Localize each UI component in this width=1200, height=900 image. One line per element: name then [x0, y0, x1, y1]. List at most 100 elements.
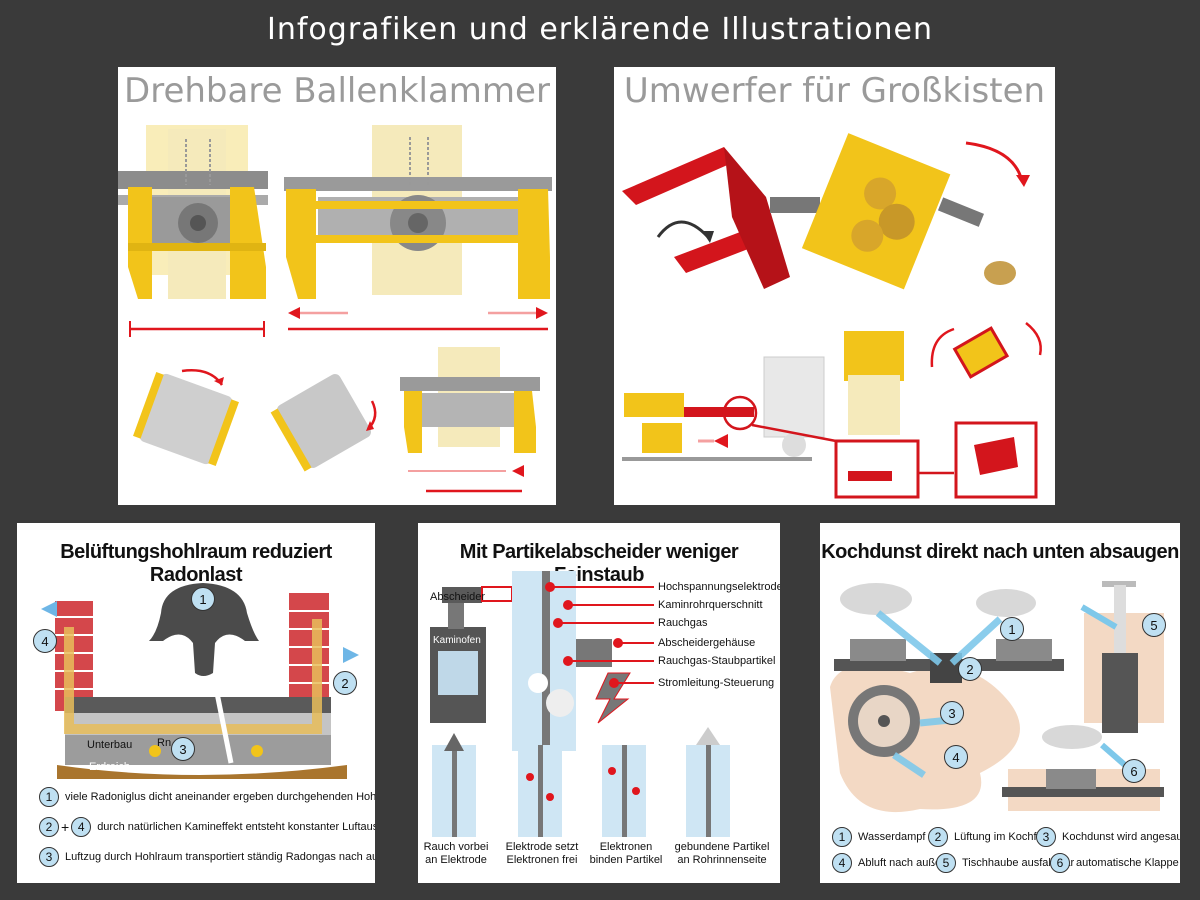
umwerfer-illustration — [622, 133, 1042, 499]
legend-num-3: 3 — [39, 847, 59, 867]
clamp-right-drawing — [284, 125, 552, 299]
callout-2: Rauchgas — [658, 617, 708, 629]
mini-tipping-box — [952, 326, 1010, 379]
label-bodenaufbau: Bodenaufbau — [135, 681, 201, 693]
steam-clouds — [840, 583, 1036, 617]
kochdunst-legend-5: 5 Tischhaube ausfahrbar — [936, 853, 1074, 873]
panel-title-umwerfer: Umwerfer für Großkisten — [623, 71, 1046, 111]
label-erdreich: Erdreich — [89, 761, 130, 773]
step-caption-2: Elektrode setzt Elektronen frei — [502, 841, 582, 866]
step-1-line1: Rauch vorbei — [423, 841, 489, 853]
marker-2: 2 — [958, 657, 982, 681]
legend-row-3: 3 Luftzug durch Hohlraum transportiert s… — [39, 847, 375, 867]
marker-4: 4 — [33, 629, 57, 653]
marker-3: 3 — [171, 737, 195, 761]
marker-5: 5 — [1142, 613, 1166, 637]
panel-title-radon: Belüftungshohlraum reduziert Radonlast — [60, 541, 332, 586]
ballenklammer-illustration — [118, 125, 552, 493]
panel-title-kochdunst: Kochdunst direkt nach unten absaugen — [821, 541, 1179, 563]
legend-num-4: 4 — [71, 817, 92, 837]
step-caption-3: Elektronen binden Partikel — [588, 841, 664, 866]
kochdunst-legend-4: 4 Abluft nach außen — [832, 853, 947, 873]
kochdunst-legend-3: 3 Kochdunst wird angesaugt — [1036, 827, 1180, 847]
clamp-small-drawing — [400, 347, 540, 453]
step-4-line2: an Rohrinnenseite — [677, 853, 767, 866]
detail-inset-1 — [834, 439, 920, 499]
step-pipe-1 — [432, 733, 476, 837]
legend-joiner: + — [61, 819, 70, 835]
step-3-line2: binden Partikel — [589, 853, 663, 866]
brick-wall-right — [289, 593, 329, 713]
panel-radon: Belüftungshohlraum reduziert Radonlast — [17, 523, 375, 883]
kaminofen-drawing — [430, 587, 486, 723]
main-title: Infografiken und erklärende Illustration… — [267, 12, 933, 47]
forklift-drawing — [622, 356, 837, 461]
panel-title-feinstaub: Mit Partikelabscheider weniger Feinstaub — [459, 541, 739, 586]
callout-5: Stromleitung-Steuerung — [658, 677, 775, 689]
step-3-line1: Elektronen — [599, 841, 653, 853]
mini-box-drawing — [844, 331, 904, 435]
legend-text-2: durch natürlichen Kamineffekt entsteht k… — [97, 821, 375, 833]
label-rn: Rn — [157, 737, 172, 749]
legend-num-1: 1 — [39, 787, 59, 807]
callout-lines — [545, 582, 654, 688]
legend-row-2: 2 + 4 durch natürlichen Kamineffekt ents… — [39, 817, 375, 837]
kochdunst-legend-1: 1 Wasserdampf — [832, 827, 925, 847]
kochdunst-legend-2: 2 Lüftung im Kochfeld — [928, 827, 1051, 847]
marker-1: 1 — [1000, 617, 1024, 641]
kochdunst-illustration — [830, 581, 1164, 813]
feinstaub-illustration — [430, 571, 730, 837]
legend-row-1: 1 viele Radoniglus dicht aneinander erge… — [39, 787, 375, 807]
panel-kochdunst: Kochdunst direkt nach unten absaugen — [820, 523, 1180, 883]
marker-6: 6 — [1122, 759, 1146, 783]
igloo-element-drawing — [149, 583, 259, 676]
kochdunst-legend-num-2: 2 — [928, 827, 948, 847]
step-pipe-3 — [602, 745, 646, 837]
fan-drawing — [848, 685, 920, 757]
legend-text-3: Luftzug durch Hohlraum transportiert stä… — [65, 851, 375, 863]
legend-num-2: 2 — [39, 817, 59, 837]
step-caption-1: Rauch vorbei an Elektrode — [420, 841, 492, 866]
kochdunst-legend-num-3: 3 — [1036, 827, 1056, 847]
marker-1: 1 — [191, 587, 215, 611]
kochdunst-legend-6: 6 automatische Klappe — [1050, 853, 1179, 873]
callout-1: Kaminrohrquerschnitt — [658, 599, 763, 611]
step-1-line2: an Elektrode — [425, 853, 487, 866]
panel-ballenklammer: Drehbare Ballenklammer — [118, 67, 556, 505]
marker-2: 2 — [333, 671, 357, 695]
kochdunst-legend-text-3: Kochdunst wird angesaugt — [1062, 831, 1180, 843]
kochdunst-legend-num-5: 5 — [936, 853, 956, 873]
step-caption-4: gebundene Partikel an Rohrinnenseite — [670, 841, 774, 866]
marker-4: 4 — [944, 745, 968, 769]
panel-umwerfer: Umwerfer für Großkisten — [614, 67, 1055, 505]
tipper-box-drawing — [801, 133, 984, 290]
label-unterbau: Unterbau — [87, 739, 133, 751]
label-abscheider: Abscheider — [430, 591, 486, 603]
step-pipe-4 — [686, 727, 730, 837]
kochdunst-legend-text-6: automatische Klappe — [1076, 857, 1179, 869]
kochdunst-legend-text-4: Abluft nach außen — [858, 857, 948, 869]
kochdunst-legend-num-4: 4 — [832, 853, 852, 873]
marker-3: 3 — [940, 701, 964, 725]
callout-4: Rauchgas-Staubpartikel — [658, 655, 776, 667]
panel-feinstaub: Mit Partikelabscheider weniger Feinstaub — [418, 523, 780, 883]
kochdunst-legend-text-2: Lüftung im Kochfeld — [954, 831, 1052, 843]
step-2-line1: Elektrode setzt — [505, 841, 579, 853]
kochdunst-legend-text-5: Tischhaube ausfahrbar — [962, 857, 1075, 869]
step-pipe-2 — [518, 745, 562, 837]
clamp-left-drawing — [118, 125, 268, 299]
label-kaminofen: Kaminofen — [433, 635, 481, 646]
bale-rotated-2 — [270, 374, 371, 472]
detail-inset-2 — [954, 421, 1038, 499]
radon-illustration — [41, 583, 359, 779]
telescopic-hood-drawing — [1084, 581, 1164, 733]
legend-text-1: viele Radoniglus dicht aneinander ergebe… — [65, 791, 375, 803]
step-2-line2: Elektronen frei — [506, 853, 578, 866]
bale-rotated-1 — [133, 372, 239, 466]
kochdunst-legend-text-1: Wasserdampf — [858, 831, 926, 843]
callout-0: Hochspannungselektrode — [658, 581, 780, 593]
panel-title-ballenklammer: Drehbare Ballenklammer — [124, 71, 550, 111]
step-4-line1: gebundene Partikel — [674, 841, 770, 853]
kochdunst-legend-num-1: 1 — [832, 827, 852, 847]
tipper-red-drawing — [622, 147, 820, 289]
